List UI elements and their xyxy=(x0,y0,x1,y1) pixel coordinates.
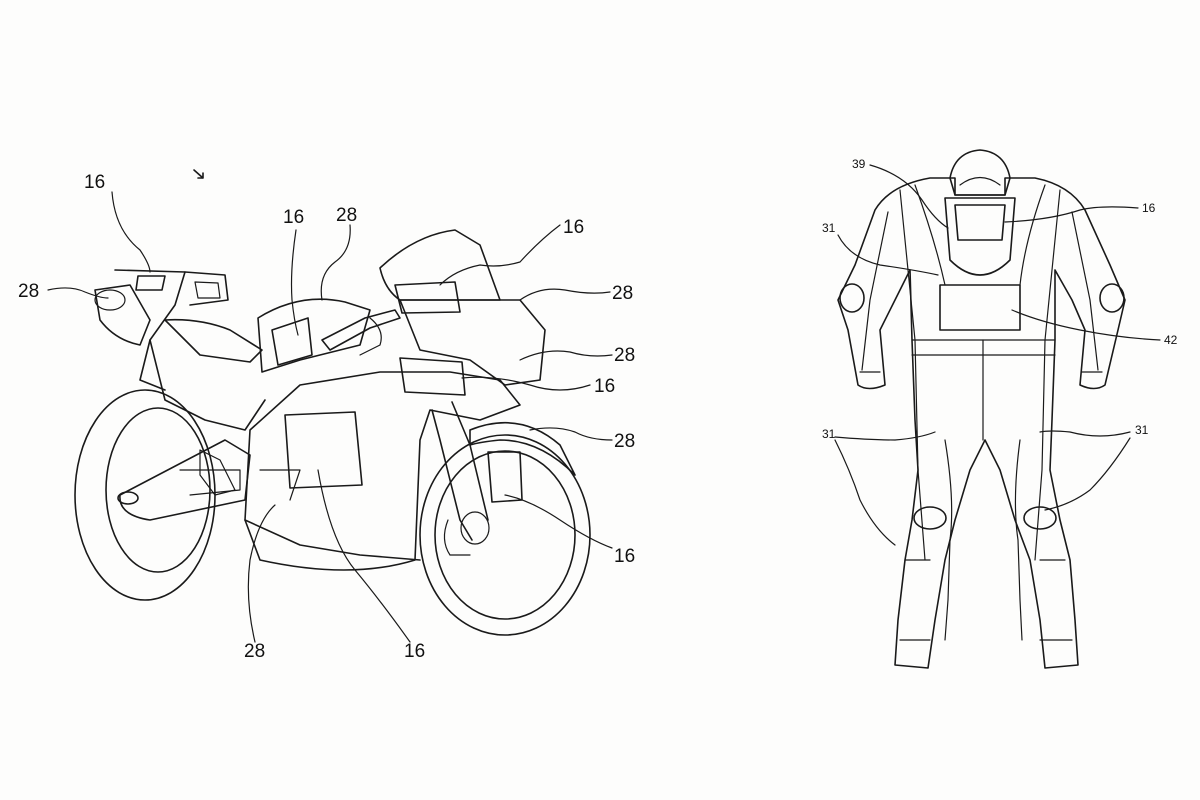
left-knee-puck xyxy=(913,506,947,530)
suit-outline xyxy=(837,177,1126,669)
callout-16-tank: 16 xyxy=(283,207,304,228)
callout-28-fairing-upper: 28 xyxy=(612,283,633,304)
right-knee-puck xyxy=(1023,506,1057,530)
callout-16-nose: 16 xyxy=(594,376,615,397)
callout-16-windscreen: 16 xyxy=(563,217,584,238)
front-fender xyxy=(469,421,576,476)
lower-back-display-42 xyxy=(939,284,1021,331)
racing-suit-illustration: 39 16 31 42 31 31 xyxy=(822,149,1178,669)
windscreen-display xyxy=(394,281,461,314)
callout-31-left-leg: 31 xyxy=(822,427,836,441)
callout-28-exhaust: 28 xyxy=(18,281,39,302)
back-display-16 xyxy=(954,204,1006,241)
right-shoulder-pad xyxy=(1099,283,1125,313)
arrow-mark-icon xyxy=(193,169,204,179)
exhaust xyxy=(94,284,151,346)
tail-section xyxy=(114,269,186,391)
helmet-hump xyxy=(949,149,1011,196)
seat xyxy=(164,318,263,363)
back-panel-39 xyxy=(944,197,1016,276)
callout-28-tank: 28 xyxy=(336,205,357,226)
callout-28-belly: 28 xyxy=(244,641,265,662)
callout-16-tail: 16 xyxy=(84,172,105,193)
side-fairing xyxy=(244,371,521,571)
callout-31-right-leg: 31 xyxy=(1135,423,1149,437)
motorcycle-leader-lines xyxy=(47,191,613,643)
front-wheel xyxy=(419,434,591,636)
suit-leader-lines xyxy=(834,164,1161,546)
callout-28-fender: 28 xyxy=(614,431,635,452)
callout-28-fairing-mid: 28 xyxy=(614,345,635,366)
fuel-tank xyxy=(257,298,371,373)
handlebar xyxy=(321,309,401,351)
callout-42: 42 xyxy=(1164,333,1178,347)
side-fairing-display xyxy=(284,411,363,489)
tank-display-panel xyxy=(271,317,313,366)
callout-31-shoulder: 31 xyxy=(822,221,836,235)
callout-16-side: 16 xyxy=(404,641,425,662)
nose-display xyxy=(399,357,466,396)
left-shoulder-pad xyxy=(839,283,865,313)
motorcycle-illustration: 16 28 16 28 16 28 28 16 28 16 28 16 xyxy=(18,169,635,662)
upper-fairing xyxy=(399,299,546,386)
callout-16-fork: 16 xyxy=(614,546,635,567)
callout-16-suit: 16 xyxy=(1142,201,1156,215)
callout-39: 39 xyxy=(852,157,866,171)
